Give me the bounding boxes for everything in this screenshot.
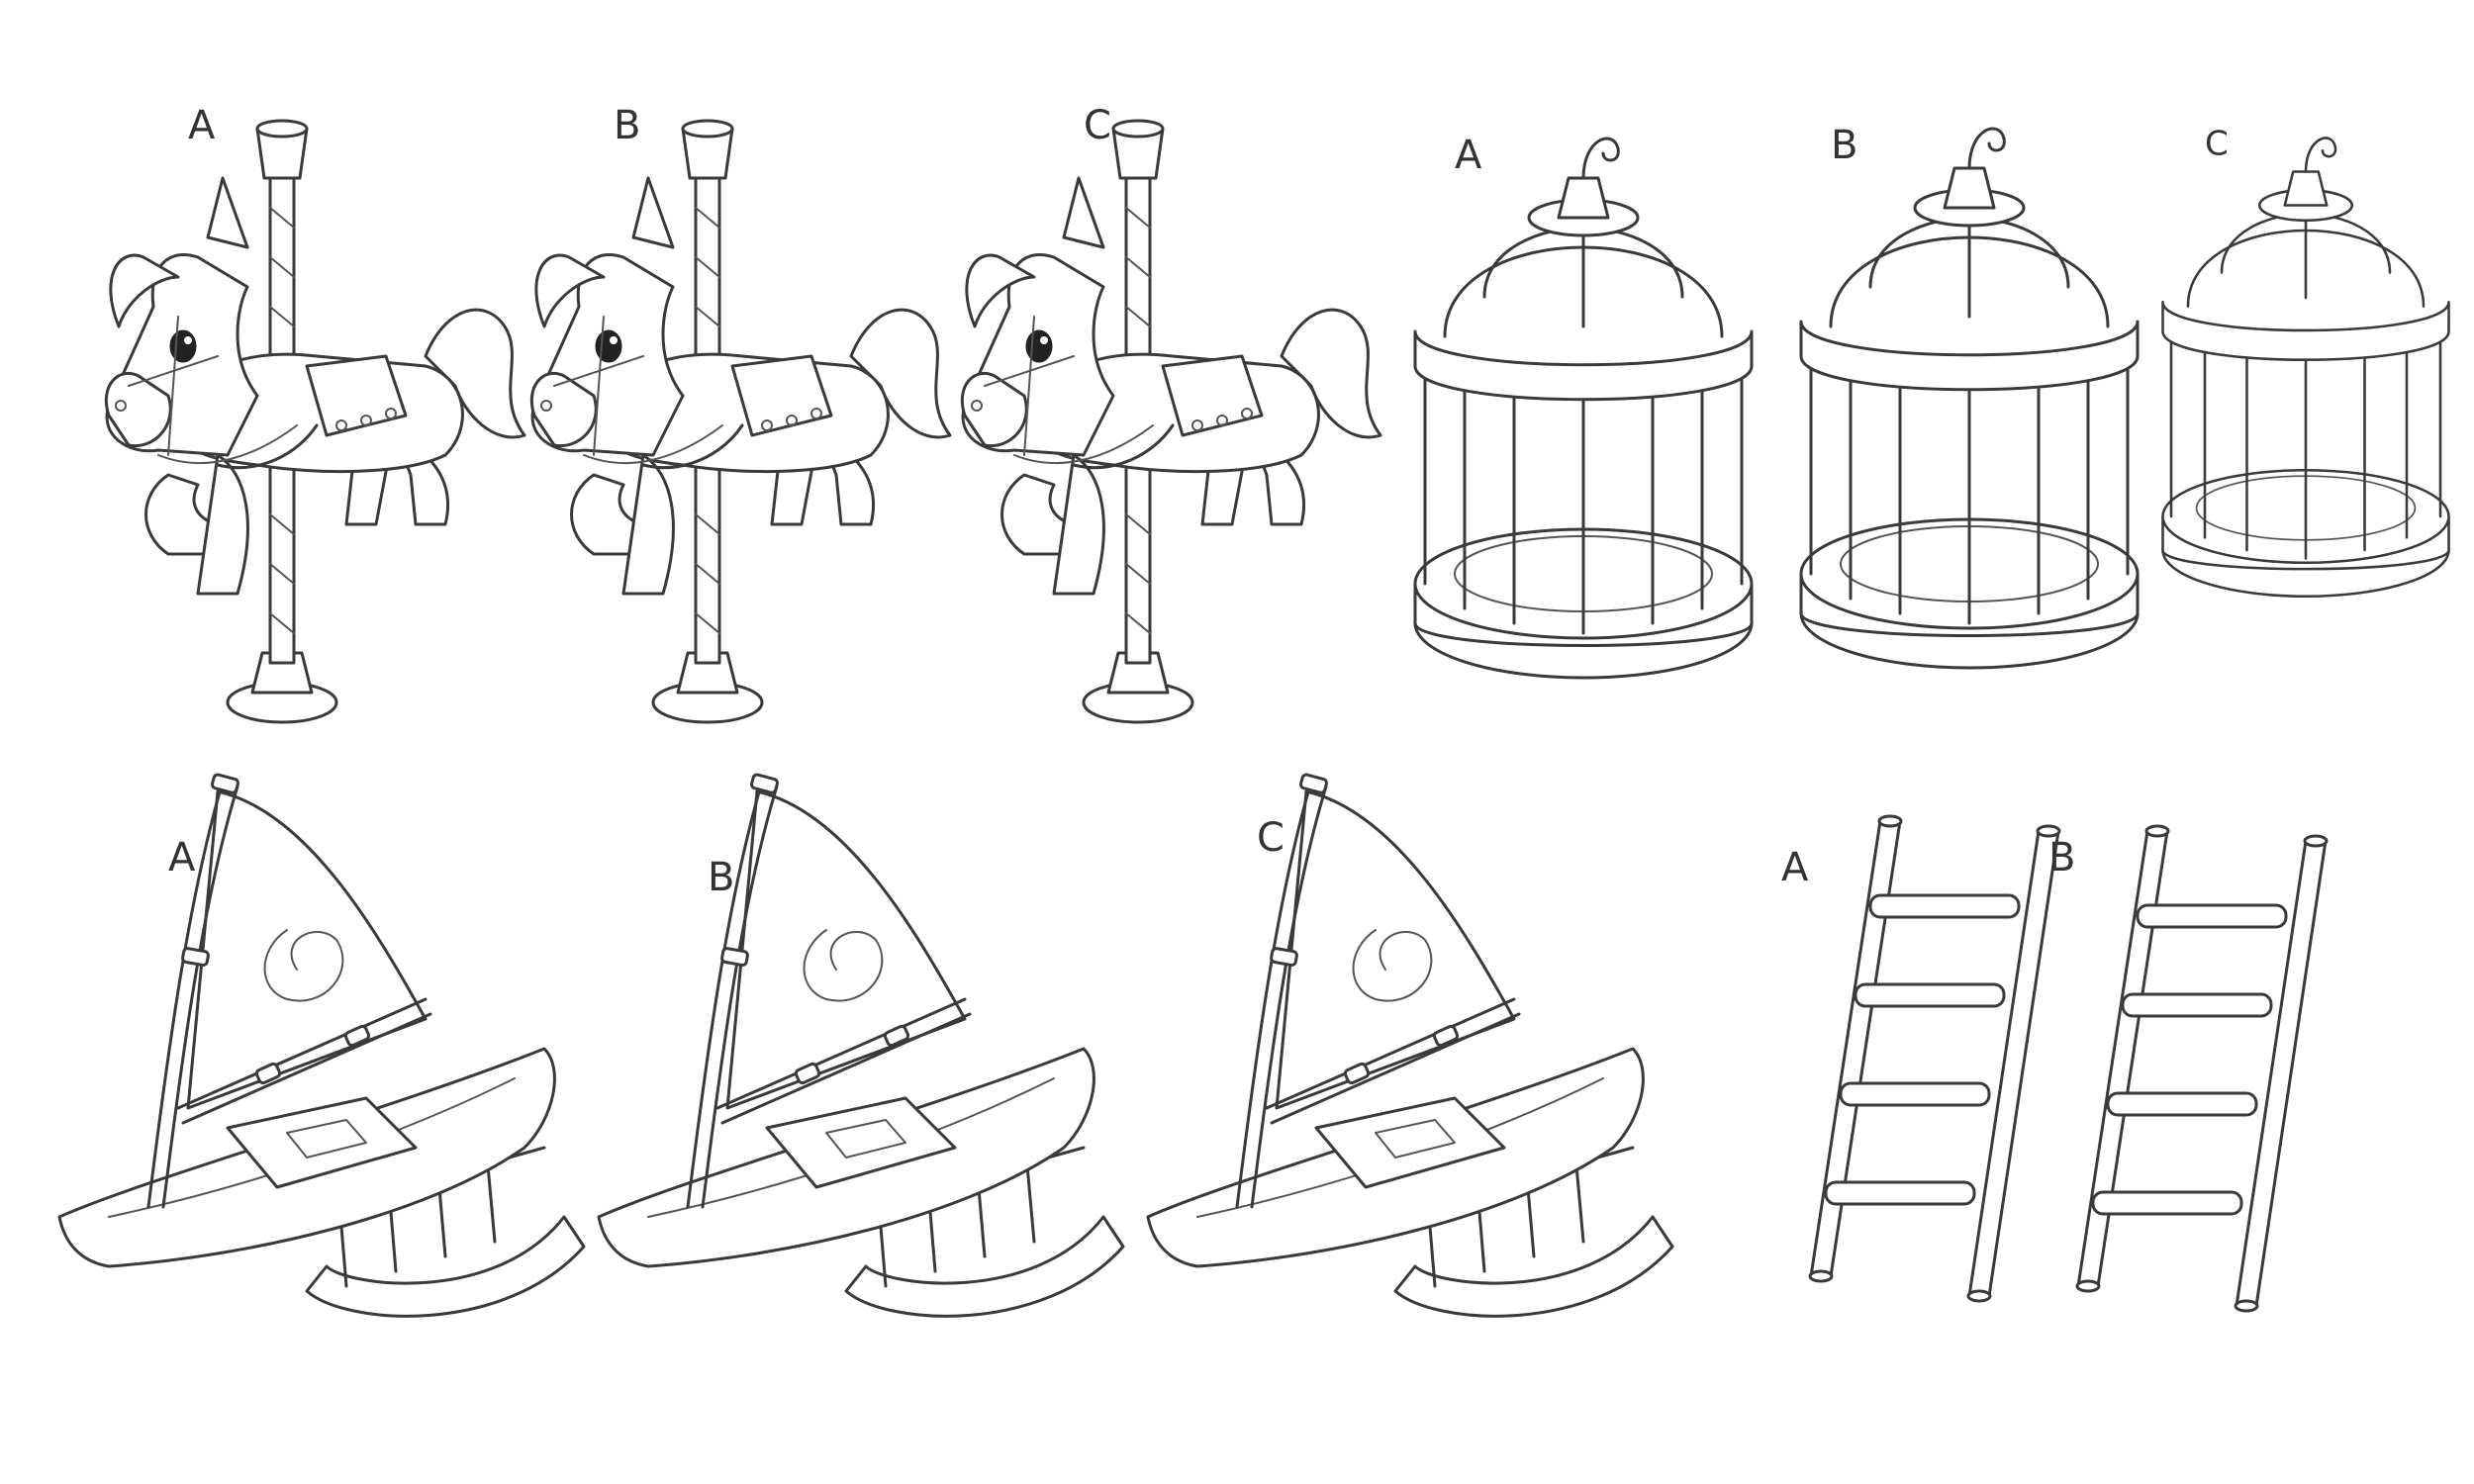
birdcage-c: C bbox=[2161, 125, 2450, 599]
catamaran-a: A bbox=[57, 772, 586, 1318]
carousel-horse-label-c: C bbox=[1084, 103, 1111, 148]
catamaran-label-c: C bbox=[1257, 815, 1285, 861]
birdcage-b: B bbox=[1799, 123, 2140, 670]
carousel-horse-label-b: B bbox=[614, 103, 640, 148]
birdcage-label-a: A bbox=[1455, 133, 1482, 178]
birdcage-label-c: C bbox=[2205, 125, 2229, 164]
catamaran-label-b: B bbox=[708, 855, 734, 900]
ladder-b: B bbox=[2048, 824, 2329, 1313]
catamaran-label-a: A bbox=[168, 835, 196, 881]
birdcage-label-b: B bbox=[1831, 123, 1857, 168]
carousel-horse-b: B bbox=[529, 103, 952, 724]
birdcage-a: A bbox=[1413, 133, 1754, 680]
catamaran-c: C bbox=[1146, 772, 1674, 1318]
carousel-horse-c: C bbox=[960, 103, 1382, 724]
ladder-label-b: B bbox=[2048, 835, 2075, 881]
catamaran-b: B bbox=[597, 772, 1125, 1318]
carousel-horse-a: A bbox=[104, 103, 526, 724]
ladder-a: A bbox=[1781, 814, 2061, 1303]
carousel-horse-label-a: A bbox=[188, 103, 216, 148]
ladder-label-a: A bbox=[1781, 845, 1809, 890]
